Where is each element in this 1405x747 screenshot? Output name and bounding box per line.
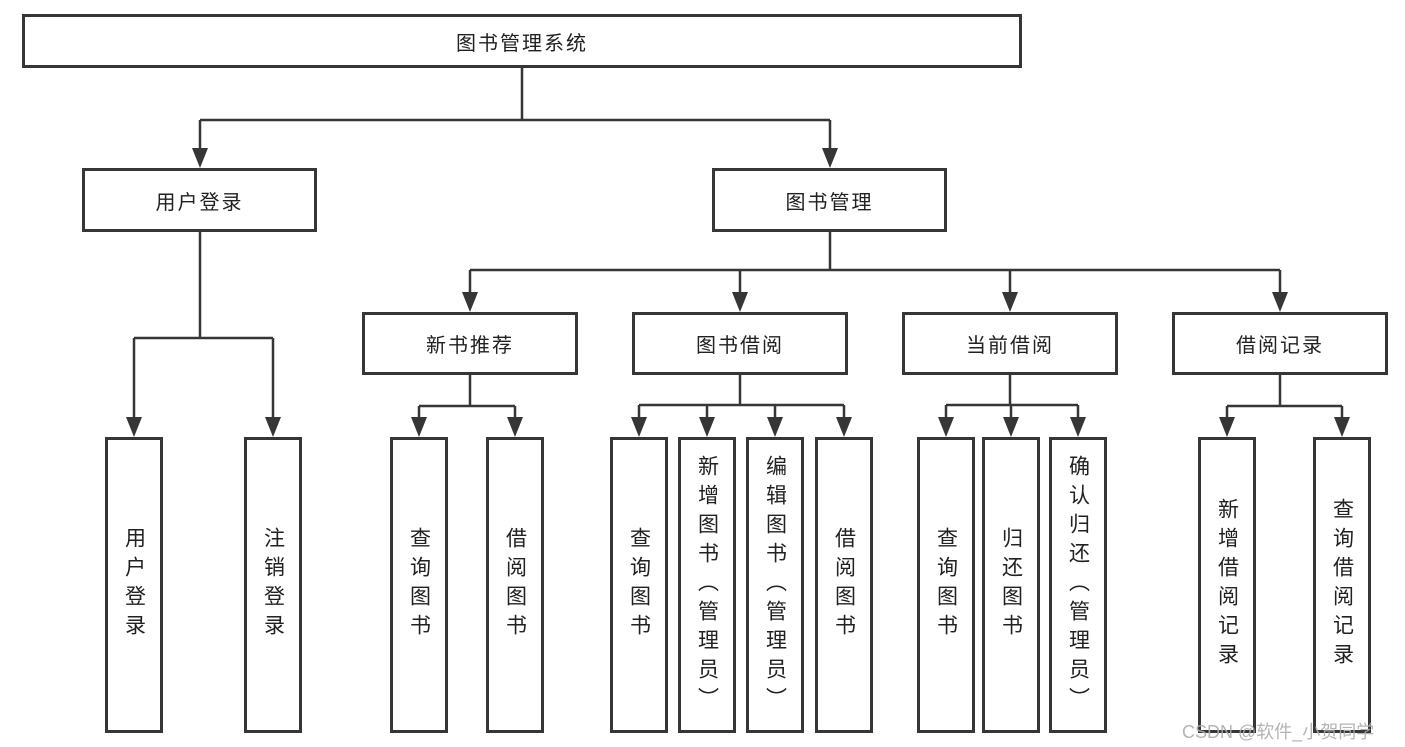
node-borrowing-records-label: 借阅记录 [1236, 335, 1324, 357]
leaf-user-login: 用户登录 [105, 437, 163, 733]
leaf-borrow-query-books-label: 查询图书 [627, 527, 651, 643]
leaf-current-return-books-label: 归还图书 [999, 527, 1023, 643]
leaf-current-query-books-label: 查询图书 [934, 527, 958, 643]
leaf-logout-label: 注销登录 [261, 527, 285, 643]
node-new-book-recommend: 新书推荐 [362, 312, 578, 375]
leaf-records-add-record-label: 新增借阅记录 [1215, 498, 1239, 672]
leaf-borrow-add-books-admin: 新增图书（管理员） [678, 437, 736, 733]
leaf-borrow-borrow-books-label: 借阅图书 [832, 527, 856, 643]
node-current-borrowing-label: 当前借阅 [966, 335, 1054, 357]
node-current-borrowing: 当前借阅 [902, 312, 1118, 375]
node-user-login: 用户登录 [82, 168, 317, 232]
node-new-book-recommend-label: 新书推荐 [426, 335, 514, 357]
leaf-current-return-books: 归还图书 [982, 437, 1040, 733]
leaf-newbooks-query-books-label: 查询图书 [407, 527, 431, 643]
leaf-records-query-record: 查询借阅记录 [1313, 437, 1371, 733]
node-borrowing-records: 借阅记录 [1172, 312, 1388, 375]
leaf-borrow-add-books-admin-label: 新增图书（管理员） [695, 454, 719, 716]
node-library-system: 图书管理系统 [22, 14, 1022, 68]
node-book-management-label: 图书管理 [785, 191, 874, 214]
leaf-borrow-query-books: 查询图书 [610, 437, 668, 733]
node-book-borrowing-label: 图书借阅 [696, 335, 784, 357]
leaf-records-query-record-label: 查询借阅记录 [1330, 498, 1354, 672]
leaf-borrow-edit-books-admin-label: 编辑图书（管理员） [763, 454, 787, 716]
leaf-newbooks-borrow-books-label: 借阅图书 [503, 527, 527, 643]
node-user-login-label: 用户登录 [155, 191, 244, 214]
leaf-logout: 注销登录 [244, 437, 302, 733]
leaf-current-confirm-return-admin-label: 确认归还（管理员） [1066, 454, 1090, 716]
node-library-system-label: 图书管理系统 [456, 32, 588, 55]
watermark: CSDN @软件_小贺同学 [1182, 722, 1375, 742]
leaf-borrow-edit-books-admin: 编辑图书（管理员） [746, 437, 804, 733]
leaf-newbooks-query-books: 查询图书 [390, 437, 448, 733]
leaf-current-query-books: 查询图书 [917, 437, 975, 733]
leaf-user-login-label: 用户登录 [122, 527, 146, 643]
node-book-management: 图书管理 [712, 168, 947, 232]
leaf-newbooks-borrow-books: 借阅图书 [486, 437, 544, 733]
leaf-borrow-borrow-books: 借阅图书 [815, 437, 873, 733]
leaf-current-confirm-return-admin: 确认归还（管理员） [1049, 437, 1107, 733]
node-book-borrowing: 图书借阅 [632, 312, 848, 375]
leaf-records-add-record: 新增借阅记录 [1198, 437, 1256, 733]
